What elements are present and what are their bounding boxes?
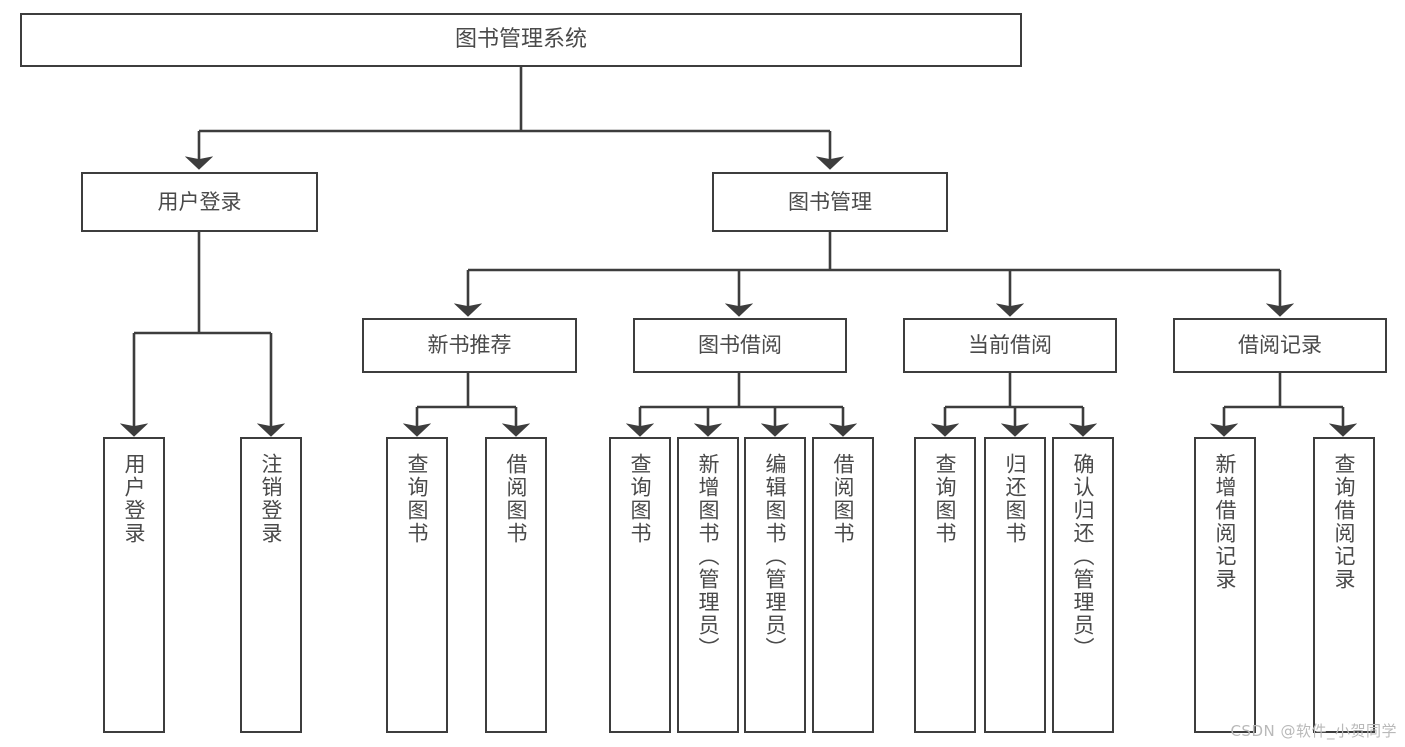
node-leaf-edit-book[interactable]: 编辑图书（管理员） [744, 437, 806, 733]
node-borrow-record-label: 借阅记录 [1238, 333, 1322, 358]
node-leaf-return-book[interactable]: 归还图书 [984, 437, 1046, 733]
node-current-borrow[interactable]: 当前借阅 [903, 318, 1117, 373]
node-current-borrow-label: 当前借阅 [968, 333, 1052, 358]
node-leaf-confirm-return-label: 确认归还（管理员） [1071, 453, 1096, 660]
node-leaf-return-book-label: 归还图书 [1003, 453, 1028, 545]
node-new-book-recommend[interactable]: 新书推荐 [362, 318, 577, 373]
node-leaf-user-login[interactable]: 用户登录 [103, 437, 165, 733]
node-root[interactable]: 图书管理系统 [20, 13, 1022, 67]
node-leaf-query-record-label: 查询借阅记录 [1332, 453, 1357, 591]
node-leaf-add-book-label: 新增图书（管理员） [696, 453, 721, 660]
node-leaf-add-book[interactable]: 新增图书（管理员） [677, 437, 739, 733]
node-book-manage-label: 图书管理 [788, 189, 872, 214]
node-leaf-edit-book-label: 编辑图书（管理员） [763, 453, 788, 660]
node-leaf-query-book-2[interactable]: 查询图书 [609, 437, 671, 733]
csdn-watermark: CSDN @软件_小贺同学 [1230, 722, 1397, 740]
node-book-borrow[interactable]: 图书借阅 [633, 318, 847, 373]
node-leaf-borrow-book-1-label: 借阅图书 [504, 453, 529, 545]
node-leaf-query-book-1[interactable]: 查询图书 [386, 437, 448, 733]
node-leaf-query-book-3[interactable]: 查询图书 [914, 437, 976, 733]
node-leaf-logout-login-label: 注销登录 [259, 453, 284, 545]
node-leaf-add-record-label: 新增借阅记录 [1213, 453, 1238, 591]
node-borrow-record[interactable]: 借阅记录 [1173, 318, 1387, 373]
node-leaf-logout-login[interactable]: 注销登录 [240, 437, 302, 733]
node-leaf-borrow-book-2[interactable]: 借阅图书 [812, 437, 874, 733]
node-leaf-add-record[interactable]: 新增借阅记录 [1194, 437, 1256, 733]
node-root-label: 图书管理系统 [454, 27, 587, 53]
node-leaf-query-record[interactable]: 查询借阅记录 [1313, 437, 1375, 733]
node-book-manage[interactable]: 图书管理 [712, 172, 948, 232]
node-leaf-query-book-3-label: 查询图书 [933, 453, 958, 545]
node-user-login[interactable]: 用户登录 [81, 172, 318, 232]
node-new-book-recommend-label: 新书推荐 [427, 333, 512, 358]
node-leaf-query-book-2-label: 查询图书 [628, 453, 653, 545]
node-leaf-confirm-return[interactable]: 确认归还（管理员） [1052, 437, 1114, 733]
node-leaf-borrow-book-1[interactable]: 借阅图书 [485, 437, 547, 733]
node-leaf-query-book-1-label: 查询图书 [405, 453, 430, 545]
node-user-login-label: 用户登录 [157, 189, 242, 214]
node-leaf-borrow-book-2-label: 借阅图书 [831, 453, 856, 545]
node-book-borrow-label: 图书借阅 [698, 333, 782, 358]
node-leaf-user-login-label: 用户登录 [122, 453, 147, 545]
